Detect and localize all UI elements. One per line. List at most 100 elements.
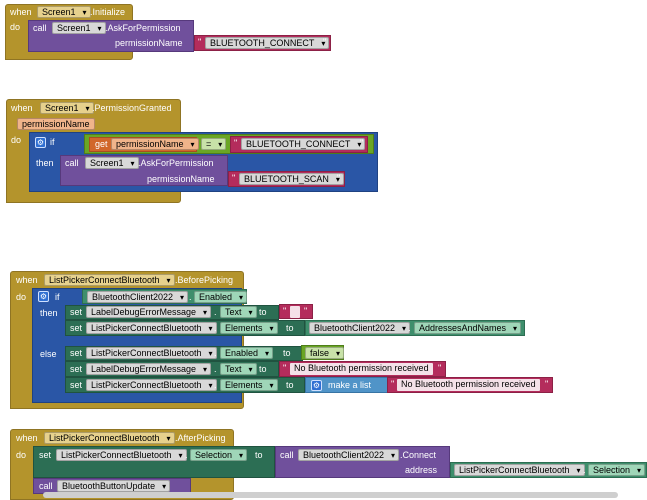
to-keyword: to	[255, 450, 263, 460]
event-name: .PermissionGranted	[92, 103, 172, 113]
dot: .	[189, 292, 192, 302]
call-keyword: call	[280, 450, 294, 460]
event-name: .Initialize	[90, 7, 126, 17]
else-keyword: else	[40, 349, 57, 359]
if-keyword: if	[50, 137, 55, 147]
when-keyword: when	[10, 7, 32, 17]
cond-component-dropdown[interactable]: BluetoothClient2022	[87, 291, 189, 303]
open-quote: "	[391, 379, 395, 389]
mutator-gear-icon[interactable]: ⚙	[38, 291, 49, 302]
make-a-list-label: make a list	[328, 380, 372, 390]
close-quote: "	[545, 379, 549, 389]
method-component-dropdown[interactable]: BluetoothClient2022	[298, 449, 400, 461]
when-keyword: when	[16, 275, 38, 285]
close-quote: "	[360, 138, 364, 148]
set-component-dropdown[interactable]: ListPickerConnectBluetooth	[86, 322, 217, 334]
set-prop-dropdown[interactable]: Enabled	[220, 347, 274, 359]
param-label: permissionName	[147, 174, 215, 184]
procedure-dropdown[interactable]: BluetoothButtonUpdate	[57, 480, 171, 492]
set-component-dropdown[interactable]: LabelDebugErrorMessage	[86, 306, 212, 318]
event-param-permissionname[interactable]: permissionName	[17, 118, 95, 130]
dot: .	[214, 323, 217, 333]
permission-dropdown[interactable]: BLUETOOTH_CONNECT	[205, 37, 330, 49]
close-quote: "	[304, 306, 308, 316]
get-keyword: get	[95, 139, 108, 149]
listpicker-component-dropdown[interactable]: ListPickerConnectBluetooth	[44, 274, 175, 286]
listpicker-component-dropdown[interactable]: ListPickerConnectBluetooth	[44, 432, 175, 444]
set-keyword: set	[70, 380, 83, 390]
dot: .	[408, 323, 411, 333]
set-keyword: set	[70, 323, 83, 333]
if-keyword: if	[55, 292, 60, 302]
call-keyword: call	[33, 23, 47, 33]
when-keyword: when	[16, 433, 38, 443]
set-keyword: set	[70, 348, 83, 358]
dot: .	[583, 465, 586, 475]
do-keyword: do	[10, 22, 21, 32]
do-keyword: do	[16, 450, 27, 460]
event-name: .BeforePicking	[175, 275, 234, 285]
close-quote: "	[438, 363, 442, 373]
addr-component-dropdown[interactable]: ListPickerConnectBluetooth	[454, 464, 585, 476]
param-label: permissionName	[115, 38, 183, 48]
set-prop-dropdown[interactable]: Elements	[220, 379, 278, 391]
open-quote: "	[283, 363, 287, 373]
to-keyword: to	[286, 380, 294, 390]
set-keyword: set	[39, 450, 52, 460]
event-name: .AfterPicking	[175, 433, 226, 443]
empty-text-value[interactable]	[290, 306, 300, 318]
call-keyword: call	[39, 481, 53, 491]
do-keyword: do	[11, 135, 22, 145]
set-component-dropdown[interactable]: ListPickerConnectBluetooth	[56, 449, 187, 461]
cond-prop-dropdown[interactable]: Enabled	[194, 291, 248, 303]
dot: .	[185, 450, 188, 460]
then-keyword: then	[36, 158, 54, 168]
to-keyword: to	[259, 307, 267, 317]
method-name: .AskForPermission	[138, 158, 214, 168]
set-prop-dropdown[interactable]: Text	[220, 363, 257, 375]
set-component-dropdown[interactable]: ListPickerConnectBluetooth	[86, 379, 217, 391]
method-component-dropdown[interactable]: Screen1	[52, 22, 106, 34]
mutator-gear-icon[interactable]: ⚙	[35, 137, 46, 148]
no-permission-value[interactable]: No Bluetooth permission received	[397, 379, 540, 391]
then-keyword: then	[40, 308, 58, 318]
to-keyword: to	[259, 364, 267, 374]
set-component-dropdown[interactable]: LabelDebugErrorMessage	[86, 363, 212, 375]
method-name: .Connect	[400, 450, 437, 460]
permission-dropdown[interactable]: BLUETOOTH_SCAN	[239, 173, 344, 185]
address-label: address	[405, 465, 438, 475]
set-component-dropdown[interactable]: ListPickerConnectBluetooth	[86, 347, 217, 359]
close-quote: "	[337, 173, 341, 183]
get-var-dropdown[interactable]: permissionName	[111, 138, 199, 150]
set-prop-dropdown[interactable]: Text	[220, 306, 257, 318]
do-keyword: do	[16, 292, 27, 302]
method-name: .AskForPermission	[105, 23, 181, 33]
false-dropdown[interactable]: false	[305, 347, 345, 359]
screen1-component-dropdown[interactable]: Screen1	[37, 6, 91, 18]
when-keyword: when	[11, 103, 33, 113]
screen1-component-dropdown[interactable]: Screen1	[40, 102, 94, 114]
value-component-dropdown[interactable]: BluetoothClient2022	[309, 322, 411, 334]
addr-prop-dropdown[interactable]: Selection	[588, 464, 646, 476]
dot: .	[214, 307, 217, 317]
value-prop-dropdown[interactable]: AddressesAndNames	[414, 322, 522, 334]
open-quote: "	[234, 138, 238, 148]
open-quote: "	[198, 37, 202, 47]
open-quote: "	[283, 306, 287, 316]
no-permission-value[interactable]: No Bluetooth permission received	[290, 363, 433, 375]
horizontal-scrollbar[interactable]	[43, 492, 618, 498]
to-keyword: to	[286, 323, 294, 333]
dot: .	[214, 364, 217, 374]
compare-value-dropdown[interactable]: BLUETOOTH_CONNECT	[241, 138, 366, 150]
set-keyword: set	[70, 364, 83, 374]
set-prop-dropdown[interactable]: Selection	[190, 449, 248, 461]
call-keyword: call	[65, 158, 79, 168]
method-component-dropdown[interactable]: Screen1	[85, 157, 139, 169]
set-prop-dropdown[interactable]: Elements	[220, 322, 278, 334]
dot: .	[214, 348, 217, 358]
dot: .	[214, 380, 217, 390]
compare-op-dropdown[interactable]: =	[201, 138, 227, 150]
mutator-gear-icon[interactable]: ⚙	[311, 380, 322, 391]
set-keyword: set	[70, 307, 83, 317]
open-quote: "	[232, 173, 236, 183]
